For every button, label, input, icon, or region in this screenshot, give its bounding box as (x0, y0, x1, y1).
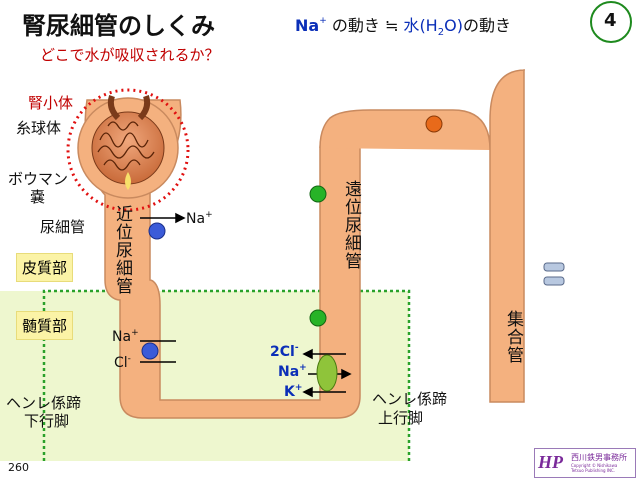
capillary-loops (97, 121, 155, 171)
channel-distal-upper (309, 185, 327, 203)
logo-mark: HP (538, 452, 563, 472)
ion-na-loop-text: Na (112, 329, 132, 345)
label-tubule: 尿細管 (40, 218, 86, 236)
label-henle-desc-1: ヘンレ係蹄 (6, 394, 82, 412)
ion-cl-loop-sup: - (127, 354, 131, 364)
arterioles (107, 95, 151, 121)
formula-water: 水 (403, 16, 420, 35)
formula-part1: の動き ≒ (326, 16, 404, 35)
ion-na-proximal-sup: + (205, 210, 213, 220)
page-number-circle (590, 1, 632, 43)
formula: Na+ の動き ≒ 水(H2O)の動き (295, 16, 511, 39)
formula-na: Na (295, 16, 320, 35)
ion-k-asc: K+ (284, 383, 303, 400)
formula-h2o-close: O) (444, 16, 463, 35)
logo-copyright: Copyright © Nishikawa Tetsuo Publishing … (571, 463, 618, 473)
label-glomerulus: 糸球体 (16, 119, 62, 137)
ion-2cl: 2Cl- (270, 343, 299, 360)
nkcc-transporter (316, 354, 338, 392)
filtrate (125, 172, 131, 190)
formula-part2: の動き (462, 16, 511, 35)
footer-page-number: 260 (8, 461, 29, 474)
na-transporter-proximal (148, 222, 166, 240)
label-henle-asc-1: ヘンレ係蹄 (372, 390, 448, 408)
ion-2cl-text: 2Cl (270, 344, 295, 360)
pump-collecting (425, 115, 443, 133)
aquaporin-icon (543, 262, 565, 286)
ion-na-proximal-text: Na (186, 211, 206, 227)
label-bowman-1: ボウマン (8, 170, 69, 188)
label-collecting: 集合管 (503, 310, 523, 364)
formula-h2o-open: (H (419, 16, 438, 35)
subtitle: どこで水が吸収されるか？ (40, 46, 220, 64)
ion-na-loop-sup: + (131, 328, 139, 338)
publisher-logo: HP 西川鉄男事務所 Copyright © Nishikawa Tetsuo … (534, 448, 636, 478)
ion-na-asc-sup: + (299, 363, 307, 373)
ion-na-asc-text: Na (278, 364, 300, 380)
label-kidney-corpuscle: 腎小体 (28, 94, 74, 112)
cortex-label: 皮質部 (16, 253, 74, 282)
logo-name: 西川鉄男事務所 (571, 453, 627, 462)
ion-na-loop: Na+ (112, 328, 139, 345)
medulla-border (42, 289, 411, 461)
ion-k-asc-sup: + (294, 383, 303, 393)
ion-cl-loop: Cl- (114, 354, 131, 371)
ion-k-asc-text: K (284, 384, 295, 400)
page-number: 4 (604, 10, 617, 31)
formula-na-sup: + (319, 16, 327, 26)
page-title: 腎尿細管のしくみ (22, 12, 215, 40)
kidney-corpuscle-ring (66, 88, 190, 212)
label-henle-desc-2: 下行脚 (24, 412, 70, 430)
label-bowman-2: 嚢 (30, 188, 46, 206)
label-proximal: 近位尿細管 (112, 205, 132, 295)
label-distal: 遠位尿細管 (341, 180, 361, 270)
channel-distal-lower (309, 309, 327, 327)
na-transporter-loop (141, 342, 159, 360)
medulla-label: 髄質部 (16, 311, 74, 340)
ion-cl-loop-text: Cl (114, 355, 128, 371)
label-henle-asc-2: 上行脚 (378, 409, 424, 427)
ion-2cl-sup: - (294, 343, 299, 353)
ion-na-proximal: Na+ (186, 210, 213, 227)
formula-h2o-sub: 2 (437, 27, 445, 39)
ion-na-asc: Na+ (278, 363, 307, 380)
